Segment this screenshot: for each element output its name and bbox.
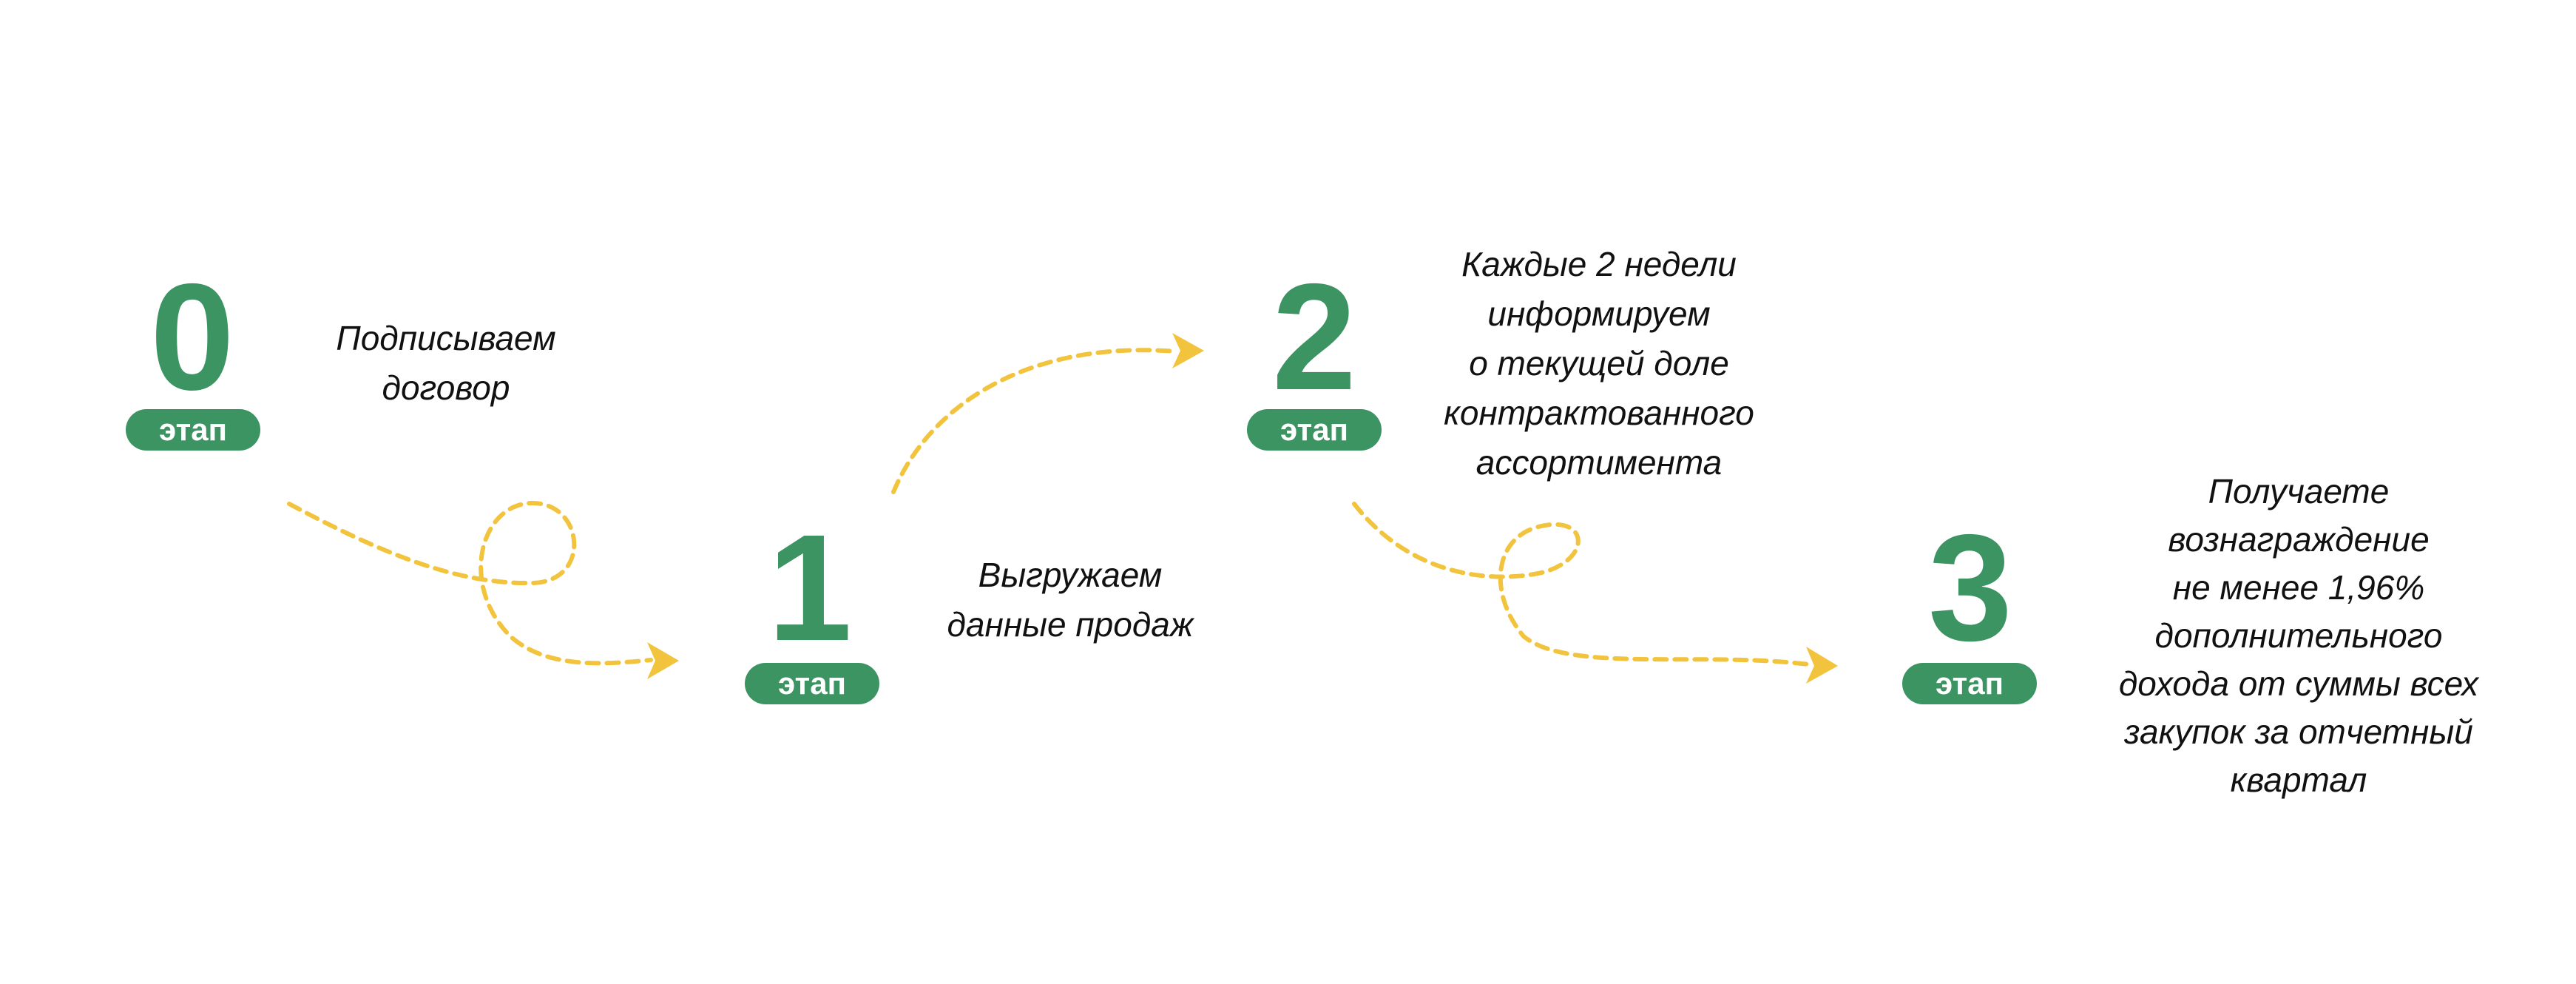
step-3-number: 3 xyxy=(1927,503,2012,673)
step-0-badge: этап xyxy=(126,409,260,451)
step-2-line: о текущей доле xyxy=(1469,344,1729,383)
step-0-line: договор xyxy=(382,368,510,407)
step-3-line: Получаете xyxy=(2208,472,2390,510)
arrowhead-icon xyxy=(647,642,679,679)
step-3-line: вознаграждение xyxy=(2168,520,2430,559)
step-1-badge: этап xyxy=(745,663,879,704)
arrowhead-icon xyxy=(1172,333,1204,368)
step-3-line: дополнительного xyxy=(2154,616,2443,655)
arrow-step1-to-step2 xyxy=(891,348,1178,494)
step-3-line: квартал xyxy=(2230,761,2367,799)
step-3-badge: этап xyxy=(1902,663,2037,704)
step-1-line: Выгружаем xyxy=(978,556,1163,594)
arrow-step0-to-step1 xyxy=(287,500,653,666)
step-2-line: ассортимента xyxy=(1475,443,1723,482)
step-2-line: информируем xyxy=(1487,294,1711,333)
step-2-badge: этап xyxy=(1247,409,1382,451)
step-3-line: не менее 1,96% xyxy=(2172,568,2425,607)
step-2-line: Каждые 2 недели xyxy=(1461,245,1737,283)
step-2-line: контрактованного xyxy=(1444,394,1754,432)
arrow-step2-to-step3 xyxy=(1352,502,1811,667)
step-1-number: 1 xyxy=(767,503,852,673)
step-0-description: Подписываем договор xyxy=(336,314,555,413)
step-2-number: 2 xyxy=(1271,252,1356,422)
step-2-description: Каждые 2 недели информируем о текущей до… xyxy=(1444,240,1754,488)
step-3-line: дохода от суммы всех xyxy=(2118,664,2479,703)
step-0-number: 0 xyxy=(149,252,234,422)
step-3-line: закупок за отчетный xyxy=(2124,712,2473,751)
step-1-description: Выгружаем данные продаж xyxy=(947,550,1194,650)
arrowhead-icon xyxy=(1806,647,1838,684)
step-1-line: данные продаж xyxy=(947,605,1194,644)
step-3-description: Получаете вознаграждение не менее 1,96% … xyxy=(2119,468,2478,804)
step-0-line: Подписываем xyxy=(336,319,556,357)
